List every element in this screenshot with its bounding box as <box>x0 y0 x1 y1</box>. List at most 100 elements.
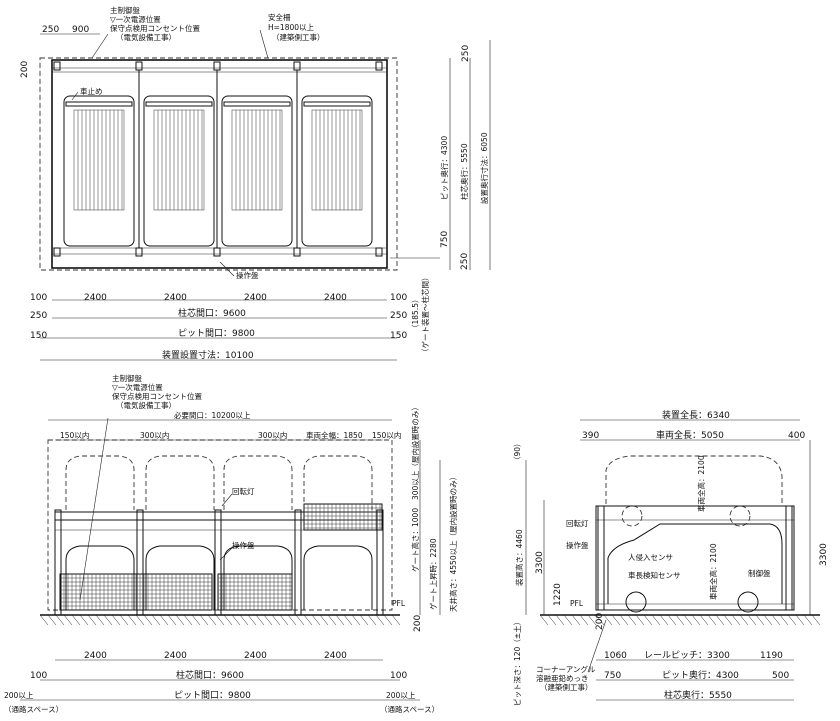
side-dim-1060: 1060 <box>604 651 627 661</box>
plan-dim-post-span: 柱芯間口：9600 <box>178 307 246 319</box>
side-dim-90: （90） <box>513 439 522 464</box>
side-note-control-panel: 制御盤 <box>748 568 771 578</box>
plan-dim-install-width: 装置設置寸法：10100 <box>162 349 254 361</box>
front-dim-offset-1: 150以内 <box>60 430 89 440</box>
side-note-corner-angle: コーナーアングル <box>536 664 596 674</box>
side-dim-rail-pitch: レールピッチ：3300 <box>644 650 730 661</box>
front-dim-bay-3: 2400 <box>244 651 267 661</box>
side-dim-top-right: 400 <box>788 431 805 441</box>
plan-bottom-dims: 100 2400 2400 2400 2400 100 250 柱芯間口：960… <box>30 293 407 361</box>
side-dim-upper-vehicle-height: 車両全高：2100 <box>696 455 706 512</box>
side-notes: 回転灯 操作盤 人侵入センサ 車長検知センサ 制御盤 コーナーアングル 溶融亜鉛… <box>536 518 771 692</box>
side-dim-1220: 1220 <box>553 583 563 606</box>
side-dim-install-height: 装置高さ：4460 <box>514 529 524 586</box>
plan-dim-bay-2: 2400 <box>164 293 187 303</box>
side-dim-top-left: 390 <box>582 431 599 441</box>
plan-note-main-panel: 主制御盤 <box>110 5 140 15</box>
plan-dim-right-750: 750 <box>440 231 450 248</box>
front-dim-bay-4: 2400 <box>324 651 347 661</box>
side-bottom-dims: 1060 レールピッチ：3300 1190 750 ピット奥行：4300 500… <box>596 650 794 701</box>
front-dim-end-left: 100 <box>30 671 47 681</box>
side-view: 回転灯 操作盤 人侵入センサ 車長検知センサ 制御盤 コーナーアングル 溶融亜鉛… <box>512 409 829 706</box>
side-dim-3300-right: 3300 <box>819 543 829 566</box>
side-dim-post-depth: 柱芯奥行：5550 <box>664 689 732 701</box>
side-note-galvanized: 溶融亜鉛めっき <box>536 673 589 683</box>
side-dim-3300-left: 3300 <box>535 551 545 574</box>
front-fl-mark: PFL <box>392 599 406 608</box>
front-outline <box>47 439 393 611</box>
plan-view: 主制御盤 ▽一次電源位置 保守点検用コンセント位置 （電気設備工事） 安全柵 H… <box>20 5 491 361</box>
side-note-vehicle-sensor: 車長検知センサ <box>628 570 681 580</box>
front-dim-offset-3: 300以内 <box>258 430 287 440</box>
plan-dim-install-depth: 設置奥行寸法：6050 <box>479 132 489 204</box>
front-note-primary-power: ▽一次電源位置 <box>112 382 163 392</box>
plan-dim-pit-width: ピット間口：9800 <box>178 328 255 339</box>
side-dim-lower-vehicle-height: 車両全高：2100 <box>708 543 718 600</box>
side-vert-dims: 装置高さ：4460 3300 1220 3300 車両全高：2100 車両全高：… <box>512 440 829 706</box>
plan-posts <box>53 61 383 257</box>
plan-dim-gate-note: （ゲート装置～柱芯間） <box>420 274 430 357</box>
plan-note-operation-panel: 操作盤 <box>236 270 259 280</box>
side-note-building-work: （建築側工事） <box>540 682 593 692</box>
front-dim-base: 200 <box>413 615 423 632</box>
plan-dim-bay-1: 2400 <box>84 293 107 303</box>
plan-right-dims: 250 ピット奥行：4300 柱芯奥行：5550 設置奥行寸法：6050 750… <box>390 40 491 357</box>
front-note-rotating-lamp: 回転灯 <box>232 486 255 496</box>
plan-note-wheel-stop: 車止め <box>80 86 103 96</box>
side-lower-vehicle <box>607 523 783 604</box>
plan-dim-bay-3: 2400 <box>244 293 267 303</box>
front-dim-clear-right: 200以上 <box>386 691 416 700</box>
front-dim-ceiling: 天井高さ：4550以上（屋内設置時のみ） <box>448 473 458 612</box>
plan-dim-side250-right: 250 <box>390 311 407 321</box>
plan-dim-right-top-250: 250 <box>461 45 471 62</box>
front-dim-gate-lift: ゲート上昇時：2280 <box>429 538 438 610</box>
side-dim-500: 500 <box>772 671 789 681</box>
front-dim-vehicle-width: 車両全幅：1850 <box>306 430 363 440</box>
side-upper-vehicle <box>605 455 783 504</box>
front-dim-end-right: 100 <box>390 671 407 681</box>
side-dim-750: 750 <box>604 671 621 681</box>
side-dim-pit-depth: ピット深さ：120（±土） <box>512 618 522 706</box>
front-dim-clear-right-note: （通路スペース） <box>380 704 439 714</box>
plan-note-maint-outlet: 保守点検用コンセント位置 <box>110 23 200 33</box>
plan-dim-pit-depth: ピット奥行：4300 <box>439 136 449 200</box>
front-gates <box>59 503 383 611</box>
front-dim-pit-width: ピット間口：9800 <box>174 690 251 701</box>
front-note-electrical-work: （電気設備工事） <box>116 400 176 410</box>
side-dim-1190: 1190 <box>760 651 783 661</box>
side-dim-vehicle-length: 車両全長：5050 <box>656 429 724 441</box>
plan-note-guard-height: H=1800以上 <box>268 23 315 32</box>
front-note-operation-panel: 操作盤 <box>232 540 255 550</box>
side-dim-pit-depth-bottom: ピット奥行：4300 <box>662 669 739 681</box>
front-notes: 主制御盤 ▽一次電源位置 保守点検用コンセント位置 （電気設備工事） 回転灯 操… <box>79 373 255 601</box>
front-view: 主制御盤 ▽一次電源位置 保守点検用コンセント位置 （電気設備工事） 回転灯 操… <box>4 373 458 714</box>
plan-pallets <box>63 95 373 247</box>
front-dim-clear-left: 200以上 <box>4 691 34 700</box>
plan-dim-bay-4: 2400 <box>324 293 347 303</box>
side-dim-total-length: 装置全長：6340 <box>662 409 730 421</box>
plan-dim-right-250: 250 <box>460 253 470 270</box>
plan-frame <box>51 59 388 269</box>
plan-dim-side150-left: 150 <box>30 331 47 341</box>
front-dim-post-span: 柱芯間口：9600 <box>176 669 244 681</box>
plan-note-primary-power: ▽一次電源位置 <box>110 14 161 24</box>
front-upper-vehicles <box>65 455 373 510</box>
plan-top-notes: 主制御盤 ▽一次電源位置 保守点検用コンセント位置 （電気設備工事） 安全柵 H… <box>71 5 325 280</box>
side-dim-base: 200 <box>595 613 605 630</box>
front-note-maint-outlet: 保守点検用コンセント位置 <box>112 391 202 401</box>
front-dim-offset-2: 300以内 <box>140 430 169 440</box>
plan-note-building-work: （建築側工事） <box>272 32 325 42</box>
plan-dim-gate-area: （185.5） <box>411 296 420 332</box>
plan-dim-side150-right: 150 <box>390 331 407 341</box>
plan-note-electrical-work: （電気設備工事） <box>116 32 176 42</box>
plan-dim-end-left: 100 <box>30 293 47 303</box>
side-note-rotating-lamp: 回転灯 <box>566 518 589 528</box>
plan-dim-top-250: 250 <box>42 25 59 35</box>
plan-dim-post-depth: 柱芯奥行：5550 <box>459 143 469 200</box>
front-dim-clear-left-note: （通路スペース） <box>4 704 63 714</box>
plan-dim-left-200: 200 <box>20 61 30 78</box>
front-bottom-dims: 2400 2400 2400 2400 100 柱芯間口：9600 100 20… <box>4 651 439 714</box>
front-right-dims: 300以上（屋内設置時のみ） ゲート高さ：1000 ゲート上昇時：2280 天井… <box>392 403 458 632</box>
plan-note-guard-rail: 安全柵 <box>268 12 291 22</box>
